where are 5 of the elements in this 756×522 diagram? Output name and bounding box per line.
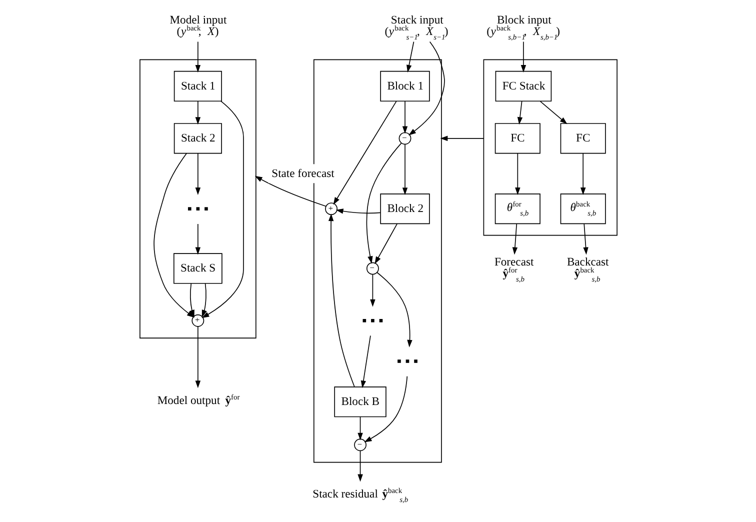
node-text: Model output ŷ$^{for}$ — [156, 392, 240, 408]
node-text: Model input (y$^{back}$, X) — [169, 13, 226, 38]
node-text: Stack input (y$^{back}$$_{s−1}$, X$_{s−1}$) — [384, 13, 448, 42]
node-text: Block input (y$^{back}$$_{s,b−1}$, X$_{s,b−1}$) — [486, 13, 560, 42]
edge-label: State forecast — [271, 167, 334, 180]
